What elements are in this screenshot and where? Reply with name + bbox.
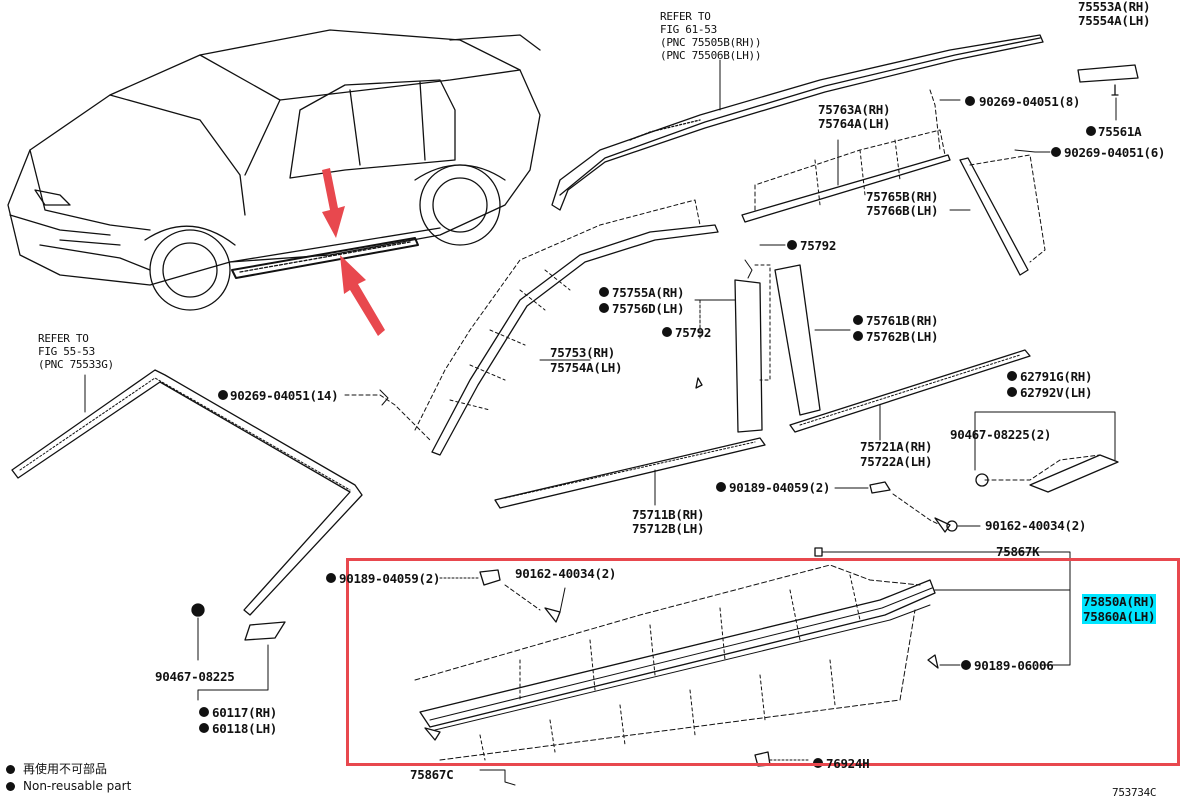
annotation-arrows bbox=[322, 168, 385, 336]
refer-top-line3: (PNC 75505B(RH)) bbox=[660, 36, 762, 49]
part-75850a[interactable]: 75850A(RH) bbox=[1082, 594, 1157, 609]
part-75765b[interactable]: 75765B(RH) bbox=[866, 189, 939, 204]
part-62792v[interactable]: 62792V(LH) bbox=[1020, 385, 1093, 400]
legend-text-jp: 再使用不可部品 bbox=[23, 762, 108, 776]
part-75712b[interactable]: 75712B(LH) bbox=[632, 521, 705, 536]
part-90269-14[interactable]: 90269-04051(14) bbox=[230, 388, 339, 403]
vehicle-illustration bbox=[7, 29, 541, 311]
refer-top-line2: FIG 61-53 bbox=[660, 23, 717, 36]
part-75763a[interactable]: 75763A(RH) bbox=[818, 102, 891, 117]
legend-bullet-icon bbox=[6, 782, 15, 791]
diagram-code: 753734C bbox=[1112, 786, 1157, 799]
part-90189-top[interactable]: 90189-04059(2) bbox=[729, 480, 831, 495]
part-75792-b[interactable]: 75792 bbox=[675, 325, 712, 340]
part-76924h[interactable]: 76924H bbox=[826, 756, 870, 771]
legend-line-jp: 再使用不可部品 bbox=[6, 760, 107, 777]
part-90467-2[interactable]: 90467-08225(2) bbox=[950, 427, 1052, 442]
part-90467-08225[interactable]: 90467-08225 bbox=[155, 669, 235, 684]
legend-text-en: Non-reusable part bbox=[23, 779, 132, 793]
refer-top-line4: (PNC 75506B(LH)) bbox=[660, 49, 762, 62]
part-75761b[interactable]: 75761B(RH) bbox=[866, 313, 939, 328]
part-75860a[interactable]: 75860A(LH) bbox=[1082, 609, 1157, 624]
part-90189-06006[interactable]: 90189-06006 bbox=[974, 658, 1054, 673]
highlight-box bbox=[346, 558, 1180, 766]
part-75850a-text: 75850A(RH) bbox=[1082, 594, 1157, 609]
part-75561a[interactable]: 75561A bbox=[1098, 124, 1142, 139]
part-75553a[interactable]: 75553A(RH) bbox=[1078, 0, 1151, 14]
rocker-panel-molding bbox=[414, 564, 936, 761]
part-60117[interactable]: 60117(RH) bbox=[212, 705, 278, 720]
part-75754a[interactable]: 75754A(LH) bbox=[550, 360, 623, 375]
part-75711b[interactable]: 75711B(RH) bbox=[632, 507, 705, 522]
part-75756d[interactable]: 75756D(LH) bbox=[612, 301, 685, 316]
part-75867c[interactable]: 75867C bbox=[410, 767, 454, 782]
part-75766b[interactable]: 75766B(LH) bbox=[866, 203, 939, 218]
refer-left-line2: FIG 55-53 bbox=[38, 345, 95, 358]
part-75554a[interactable]: 75554A(LH) bbox=[1078, 13, 1151, 28]
part-90269-8[interactable]: 90269-04051(8) bbox=[979, 94, 1081, 109]
refer-left-line3: (PNC 75533G) bbox=[38, 358, 114, 371]
part-75755a[interactable]: 75755A(RH) bbox=[612, 285, 685, 300]
part-75722a[interactable]: 75722A(LH) bbox=[860, 454, 933, 469]
refer-left-line1: REFER TO bbox=[38, 332, 89, 345]
refer-top-line1: REFER TO bbox=[660, 10, 711, 23]
part-75867k[interactable]: 75867K bbox=[996, 544, 1040, 559]
part-60118[interactable]: 60118(LH) bbox=[212, 721, 278, 736]
part-75753[interactable]: 75753(RH) bbox=[550, 345, 616, 360]
part-75860a-text: 75860A(LH) bbox=[1082, 609, 1157, 624]
part-90269-6[interactable]: 90269-04051(6) bbox=[1064, 145, 1166, 160]
part-75721a[interactable]: 75721A(RH) bbox=[860, 439, 933, 454]
roof-rail bbox=[551, 34, 1044, 211]
part-90189-left[interactable]: 90189-04059(2) bbox=[339, 571, 441, 586]
legend-bullet-icon bbox=[6, 765, 15, 774]
part-75762b[interactable]: 75762B(LH) bbox=[866, 329, 939, 344]
part-90162-top[interactable]: 90162-40034(2) bbox=[985, 518, 1087, 533]
part-75792-a[interactable]: 75792 bbox=[800, 238, 837, 253]
legend-line-en: Non-reusable part bbox=[6, 779, 131, 793]
part-90162-box[interactable]: 90162-40034(2) bbox=[515, 566, 617, 581]
part-75764a[interactable]: 75764A(LH) bbox=[818, 116, 891, 131]
part-62791g[interactable]: 62791G(RH) bbox=[1020, 369, 1093, 384]
